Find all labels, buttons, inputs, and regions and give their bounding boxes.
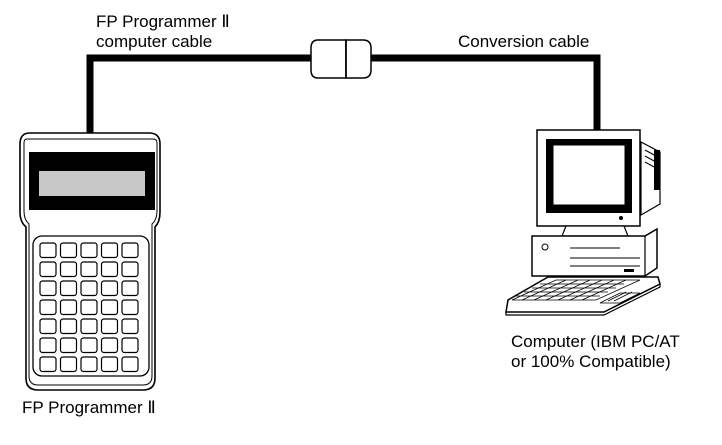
- keypad-key: [80, 356, 98, 373]
- keypad-key: [100, 337, 119, 354]
- keypad-key: [39, 318, 57, 335]
- keypad-key: [39, 261, 57, 278]
- conversion-cable-wire: [370, 54, 601, 132]
- programmer-computer-cable: [86, 54, 312, 138]
- keypad-key: [59, 242, 78, 259]
- keypad-key: [80, 299, 98, 316]
- programmer-label: FP Programmer Ⅱ: [22, 398, 156, 417]
- keypad-key: [100, 318, 119, 335]
- fp-programmer-device: [19, 132, 161, 391]
- keypad-key: [39, 242, 57, 259]
- programmer-cable-label-line2: computer cable: [96, 32, 213, 51]
- keypad-key: [121, 299, 139, 316]
- keypad-key: [59, 261, 78, 278]
- keypad-key: [100, 242, 119, 259]
- keypad-key: [100, 261, 119, 278]
- keypad-key: [121, 337, 139, 354]
- keypad-key: [59, 337, 78, 354]
- keypad-key: [100, 299, 119, 316]
- keypad-key: [121, 242, 139, 259]
- keypad-key: [80, 242, 98, 259]
- keypad-key: [100, 280, 119, 297]
- programmer-display-screen: [39, 171, 145, 196]
- keypad-key: [121, 318, 139, 335]
- keypad-key: [80, 261, 98, 278]
- keypad-key: [80, 280, 98, 297]
- keypad-key: [121, 261, 139, 278]
- keypad-key: [121, 356, 139, 373]
- conversion-cable-label: Conversion cable: [458, 32, 590, 51]
- keypad-key: [80, 318, 98, 335]
- monitor-screen: [552, 144, 626, 206]
- keypad-key: [39, 299, 57, 316]
- keypad-key: [39, 337, 57, 354]
- keypad-key: [121, 280, 139, 297]
- keypad-key: [80, 337, 98, 354]
- programmer-keypad: [39, 242, 139, 373]
- keypad-key: [39, 280, 57, 297]
- computer-system: [505, 129, 661, 316]
- programmer-cable-label-line1: FP Programmer Ⅱ: [96, 12, 230, 31]
- keypad-key: [59, 356, 78, 373]
- cable-connector: [310, 39, 372, 79]
- computer-label-line1: Computer (IBM PC/AT: [511, 332, 680, 351]
- keypad-key: [59, 299, 78, 316]
- keypad-key: [39, 356, 57, 373]
- keypad-key: [59, 318, 78, 335]
- keypad-key: [100, 356, 119, 373]
- keypad-key: [59, 280, 78, 297]
- computer-label-line2: or 100% Compatible): [511, 352, 671, 371]
